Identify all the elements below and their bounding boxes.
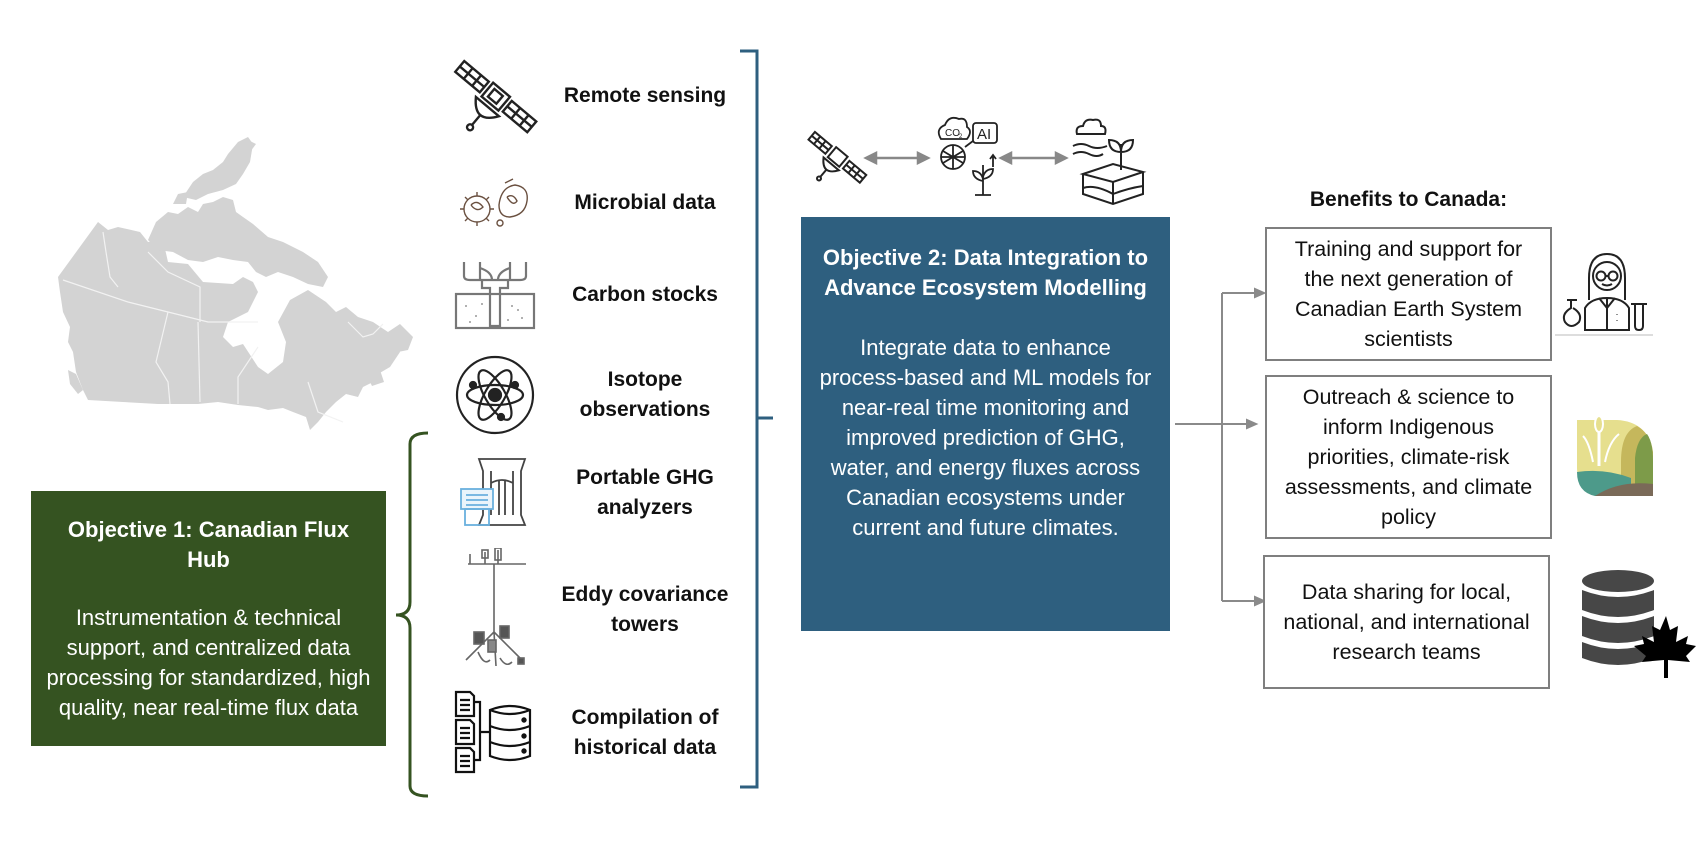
atom-icon — [440, 352, 550, 437]
data-source-historical: Compilation of historical data — [440, 683, 740, 783]
data-source-carbon-stocks: Carbon stocks — [440, 252, 740, 337]
data-source-label: Portable GHG analyzers — [576, 465, 714, 519]
gas-analyzer-icon — [440, 450, 550, 535]
canada-map — [58, 137, 413, 430]
data-source-label: Microbial data — [574, 190, 716, 214]
data-source-label: Eddy covariance towers — [561, 583, 729, 636]
satellite-icon — [440, 50, 550, 142]
data-source-label: Carbon stocks — [572, 282, 718, 306]
benefit-text: Training and support for the next genera… — [1294, 237, 1523, 351]
benefit-box-data-sharing: Data sharing for local, national, and in… — [1263, 555, 1550, 689]
benefit-box-training: Training and support for the next genera… — [1265, 227, 1552, 361]
benefit-text: Data sharing for local, national, and in… — [1283, 580, 1530, 664]
bidirectional-arrow — [863, 150, 931, 166]
objective-2-description: Integrate data to enhance process-based … — [819, 335, 1152, 540]
data-source-label: Isotope observations — [579, 367, 711, 421]
svg-text:AI: AI — [977, 126, 991, 143]
objective-1-brace — [395, 431, 429, 798]
data-source-label: Remote sensing — [563, 84, 727, 107]
co2-ai-plant-icon: CO 2 AI — [937, 116, 998, 196]
data-source-label: Compilation of historical data — [571, 706, 719, 759]
flux-tower-icon — [440, 545, 550, 675]
objective-1-description: Instrumentation & technical support, and… — [46, 604, 371, 720]
documents-database-icon — [440, 683, 550, 783]
svg-text:CO: CO — [945, 128, 960, 139]
benefit-connectors — [1175, 287, 1267, 607]
microbes-icon — [440, 165, 550, 240]
svg-text:2: 2 — [959, 134, 963, 140]
satellite-icon — [807, 130, 868, 185]
benefits-heading: Benefits to Canada: — [1309, 188, 1508, 211]
soil-core-icon — [440, 252, 550, 337]
data-source-remote-sensing: Remote sensing — [440, 50, 740, 142]
database-maple-leaf-icon — [1582, 570, 1696, 678]
landscape-logo-icon — [1577, 415, 1653, 496]
objective-2-bracket — [740, 49, 773, 789]
bidirectional-arrow — [998, 150, 1069, 166]
objective-2-title: Objective 2: Data Integration to Advance… — [822, 245, 1149, 300]
objective-1-title: Objective 1: Canadian Flux Hub — [67, 516, 350, 572]
data-source-eddy-covariance: Eddy covariance towers — [440, 545, 740, 675]
objective-1-box: Objective 1: Canadian Flux Hub Instrumen… — [31, 491, 386, 746]
objective-2-box: Objective 2: Data Integration to Advance… — [801, 217, 1170, 631]
data-source-microbial: Microbial data — [440, 165, 740, 240]
data-source-portable-ghg: Portable GHG analyzers — [440, 450, 740, 535]
benefit-text: Outreach & science to inform Indigenous … — [1284, 385, 1533, 529]
benefit-box-outreach: Outreach & science to inform Indigenous … — [1265, 375, 1552, 539]
integration-icon-row: CO 2 AI — [807, 116, 1147, 206]
scientist-icon — [1555, 240, 1653, 336]
ecosystem-soil-icon — [1072, 118, 1147, 206]
data-source-isotope: Isotope observations — [440, 352, 740, 437]
